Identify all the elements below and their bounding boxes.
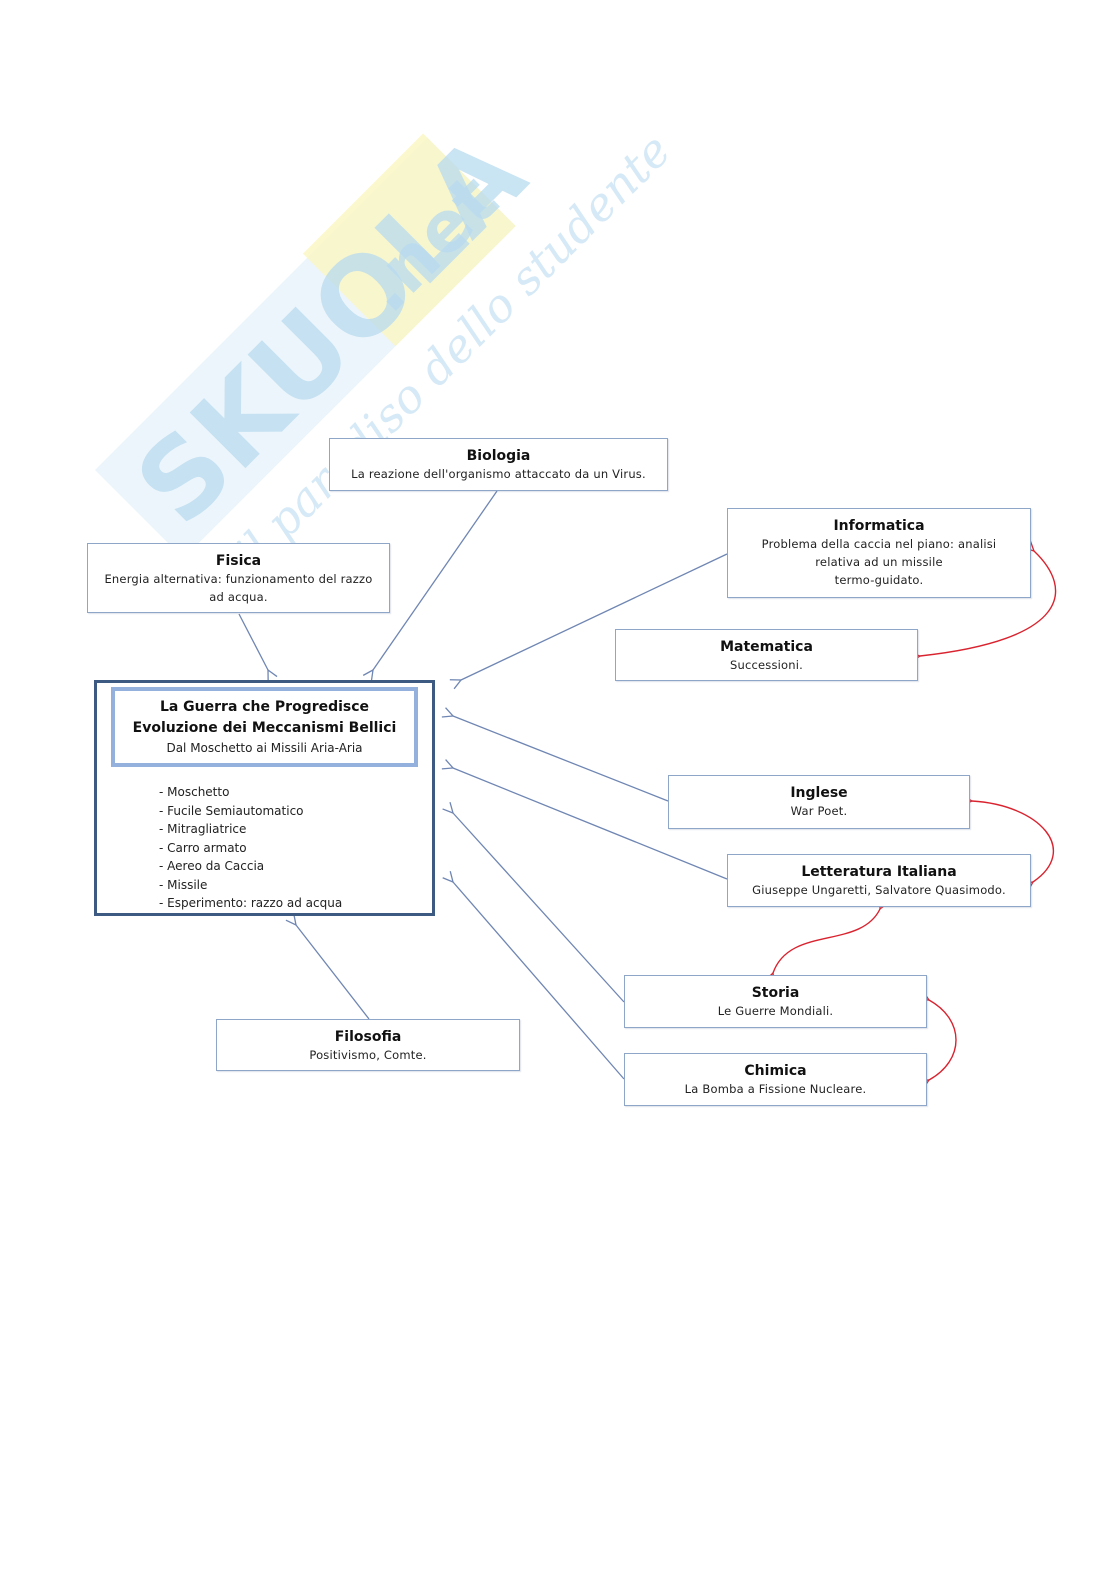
node-title: Matematica <box>720 639 813 655</box>
node-desc: Giuseppe Ungaretti, Salvatore Quasimodo. <box>752 883 1006 897</box>
node-desc-line: relativa ad un missile <box>815 555 943 569</box>
node-chimica: Chimica La Bomba a Fissione Nucleare. <box>624 1053 927 1106</box>
arrow-biologia-to-central <box>373 490 498 670</box>
arrow-inglese-to-central <box>453 716 669 802</box>
arrow-filosofia-to-central <box>296 925 370 1020</box>
list-item: - Fucile Semiautomatico <box>159 803 304 818</box>
arrow-storia-to-central <box>453 813 625 1003</box>
central-subtitle: Dal Moschetto ai Missili Aria-Aria <box>166 741 363 755</box>
list-item: - Esperimento: razzo ad acqua <box>159 896 343 910</box>
node-desc: Successioni. <box>729 658 804 672</box>
node-letteratura-italiana: Letteratura Italiana Giuseppe Ungaretti,… <box>727 854 1031 907</box>
link-storia-chimica <box>929 1000 957 1080</box>
node-matematica: Matematica Successioni. <box>615 629 918 681</box>
node-biologia: Biologia La reazione dell'organismo atta… <box>329 438 668 491</box>
node-fisica: Fisica Energia alternativa: funzionament… <box>87 543 390 613</box>
list-item: - Carro armato <box>159 840 247 855</box>
central-title-line2: Evoluzione dei Meccanismi Bellici <box>132 720 397 736</box>
node-desc: Le Guerre Mondiali. <box>717 1004 834 1018</box>
node-storia: Storia Le Guerre Mondiali. <box>624 975 927 1028</box>
link-informatica-matematica <box>920 551 1057 656</box>
node-title: Chimica <box>744 1063 807 1079</box>
node-title: Storia <box>751 985 800 1001</box>
node-informatica: Informatica Problema della caccia nel pi… <box>727 508 1031 598</box>
node-desc: La Bomba a Fissione Nucleare. <box>684 1082 867 1096</box>
list-item: - Mitragliatrice <box>159 822 247 836</box>
node-desc-line: ad acqua. <box>209 590 268 604</box>
central-item-list: - Moschetto - Fucile Semiautomatico - Mi… <box>159 783 342 913</box>
link-letteratura-storia <box>773 909 880 973</box>
arrow-letteratura-to-central <box>453 768 728 880</box>
arrow-chimica-to-central <box>453 882 625 1080</box>
central-topic: La Guerra che Progredisce Evoluzione dei… <box>94 680 435 916</box>
node-title: Filosofia <box>334 1029 402 1045</box>
list-item: - Missile <box>159 877 208 892</box>
arrow-fisica-to-central <box>238 613 268 670</box>
node-title: Biologia <box>466 448 531 464</box>
list-item: - Moschetto <box>159 785 230 799</box>
node-title: Fisica <box>215 553 262 569</box>
node-desc: Positivismo, Comte. <box>309 1048 427 1062</box>
node-title: Letteratura Italiana <box>801 864 957 880</box>
node-desc-line: termo-guidato. <box>834 573 924 587</box>
node-desc: La reazione dell'organismo attaccato da … <box>351 467 646 481</box>
link-inglese-letteratura <box>972 801 1055 882</box>
node-filosofia: Filosofia Positivismo, Comte. <box>216 1019 520 1071</box>
node-desc-line: Problema della caccia nel piano: analisi <box>761 537 997 551</box>
central-title-line1: La Guerra che Progredisce <box>159 699 370 715</box>
arrow-informatica-to-central <box>461 553 728 680</box>
node-title: Informatica <box>833 518 925 534</box>
node-desc-line: Energia alternativa: funzionamento del r… <box>104 572 373 586</box>
node-inglese: Inglese War Poet. <box>668 775 970 829</box>
node-title: Inglese <box>790 785 848 801</box>
list-item: - Aereo da Caccia <box>159 859 265 873</box>
central-heading: La Guerra che Progredisce Evoluzione dei… <box>111 687 418 767</box>
node-desc: War Poet. <box>790 804 848 818</box>
